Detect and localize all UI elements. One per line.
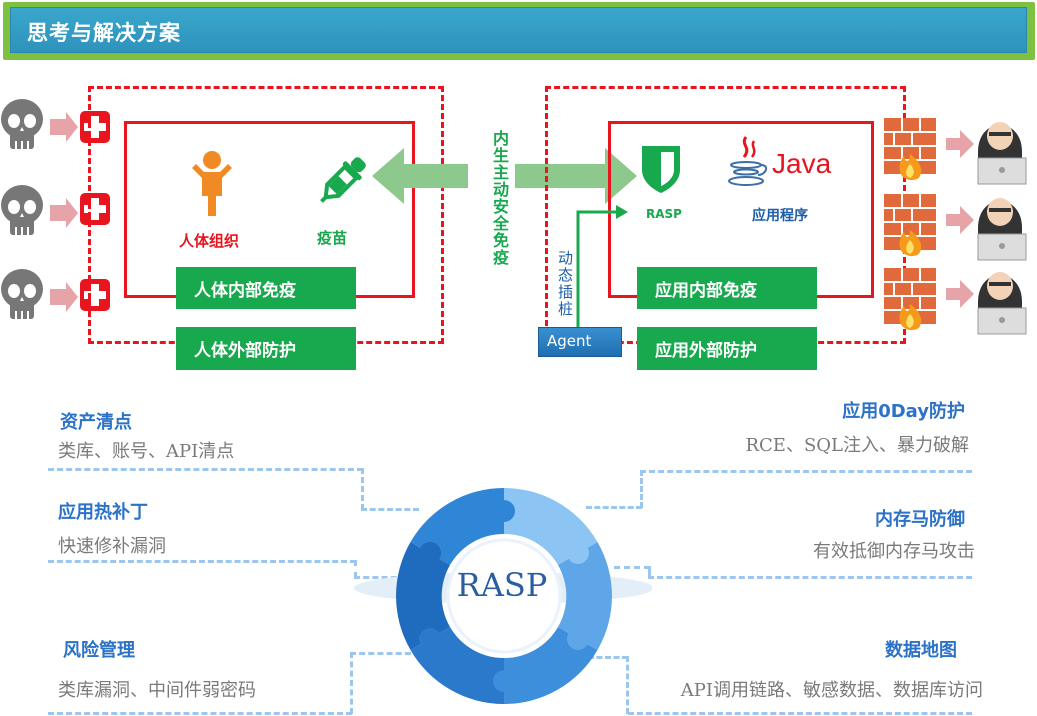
connector-line	[48, 468, 363, 471]
rasp-puzzle-wheel	[354, 488, 652, 704]
attack-arrow	[946, 206, 974, 234]
page-title: 思考与解决方案	[27, 21, 181, 45]
rasp-label: RASP	[646, 207, 682, 221]
skull-icon	[1, 99, 43, 149]
connector-line	[48, 712, 352, 715]
person-label: 人体组织	[179, 232, 240, 250]
attack-arrow	[946, 280, 974, 308]
app-label: 应用程序	[752, 208, 808, 224]
connector-line	[640, 470, 972, 473]
firewall-icon	[884, 194, 936, 256]
skull-row-3	[1, 269, 110, 319]
app-external-bar: 应用外部防护	[637, 327, 817, 370]
feature-title-memshell: 内存马防御	[875, 509, 965, 530]
feature-title-risk: 风险管理	[63, 640, 135, 661]
connector-line	[48, 560, 356, 563]
app-internal-bar: 应用内部免疫	[637, 267, 817, 309]
feature-title-datamap: 数据地图	[885, 640, 957, 661]
center-vertical-label: 内生主动安全免疫	[490, 130, 509, 266]
red-cross-icon	[80, 193, 110, 225]
vaccine-label: 疫苗	[317, 229, 348, 247]
connector-line	[350, 652, 353, 714]
shield-icon	[642, 146, 680, 193]
arrow-right-green	[515, 148, 637, 204]
firewall-icon	[884, 118, 936, 180]
skull-icon	[1, 185, 43, 235]
attack-arrow	[50, 112, 78, 142]
connector-line	[361, 508, 419, 511]
connector-line	[614, 566, 650, 569]
firewall-icon	[884, 268, 936, 330]
human-external-bar: 人体外部防护	[176, 327, 356, 370]
connector-line	[588, 656, 628, 659]
java-cup-icon	[728, 136, 768, 186]
attacker-row-2	[884, 194, 1027, 261]
connector-line	[361, 468, 364, 510]
header-title-box: 思考与解决方案	[10, 7, 1027, 53]
connector-line	[354, 560, 357, 578]
connector-line	[350, 652, 420, 655]
attack-arrow	[50, 282, 78, 312]
connector-line	[354, 576, 406, 579]
java-text: Java	[772, 148, 832, 179]
connector-line	[628, 712, 972, 715]
person-icon	[192, 151, 232, 216]
feature-desc-asset: 类库、账号、API清点	[58, 441, 235, 462]
attack-arrow	[946, 130, 974, 158]
feature-title-hotpatch: 应用热补丁	[58, 502, 148, 523]
arrow-left-green	[372, 148, 468, 204]
hacker-icon	[977, 122, 1027, 185]
red-cross-icon	[80, 279, 110, 311]
attacker-row-3	[884, 268, 1027, 335]
feature-desc-memshell: 有效抵御内存马攻击	[813, 541, 975, 562]
attacker-row-1	[884, 118, 1027, 185]
agent-badge: Agent	[538, 327, 622, 357]
hacker-icon	[977, 272, 1027, 335]
connector-line	[640, 470, 643, 508]
connector-line	[586, 506, 642, 509]
connector-line	[648, 566, 651, 578]
rasp-wheel-label: RASP	[456, 566, 548, 604]
feature-desc-risk: 类库漏洞、中间件弱密码	[58, 680, 256, 701]
attack-arrow	[50, 198, 78, 228]
feature-title-asset: 资产清点	[60, 412, 132, 433]
human-internal-bar: 人体内部免疫	[176, 267, 356, 309]
feature-desc-0day: RCE、SQL注入、暴力破解	[745, 435, 969, 456]
feature-desc-hotpatch: 快速修补漏洞	[58, 536, 166, 557]
skull-icon	[1, 269, 43, 319]
connector-line	[626, 656, 629, 714]
hacker-icon	[977, 198, 1027, 261]
feature-title-0day: 应用0Day防护	[842, 401, 965, 422]
dropper-icon	[320, 157, 366, 203]
red-cross-icon	[80, 111, 110, 143]
skull-row-1	[1, 99, 110, 149]
dynamic-instrument-label: 动态插桩	[556, 250, 574, 318]
skull-row-2	[1, 185, 110, 235]
header-bar: 思考与解决方案	[3, 2, 1035, 60]
instrument-arrow	[576, 205, 628, 328]
connector-line	[648, 576, 972, 579]
feature-desc-datamap: API调用链路、敏感数据、数据库访问	[680, 680, 983, 701]
